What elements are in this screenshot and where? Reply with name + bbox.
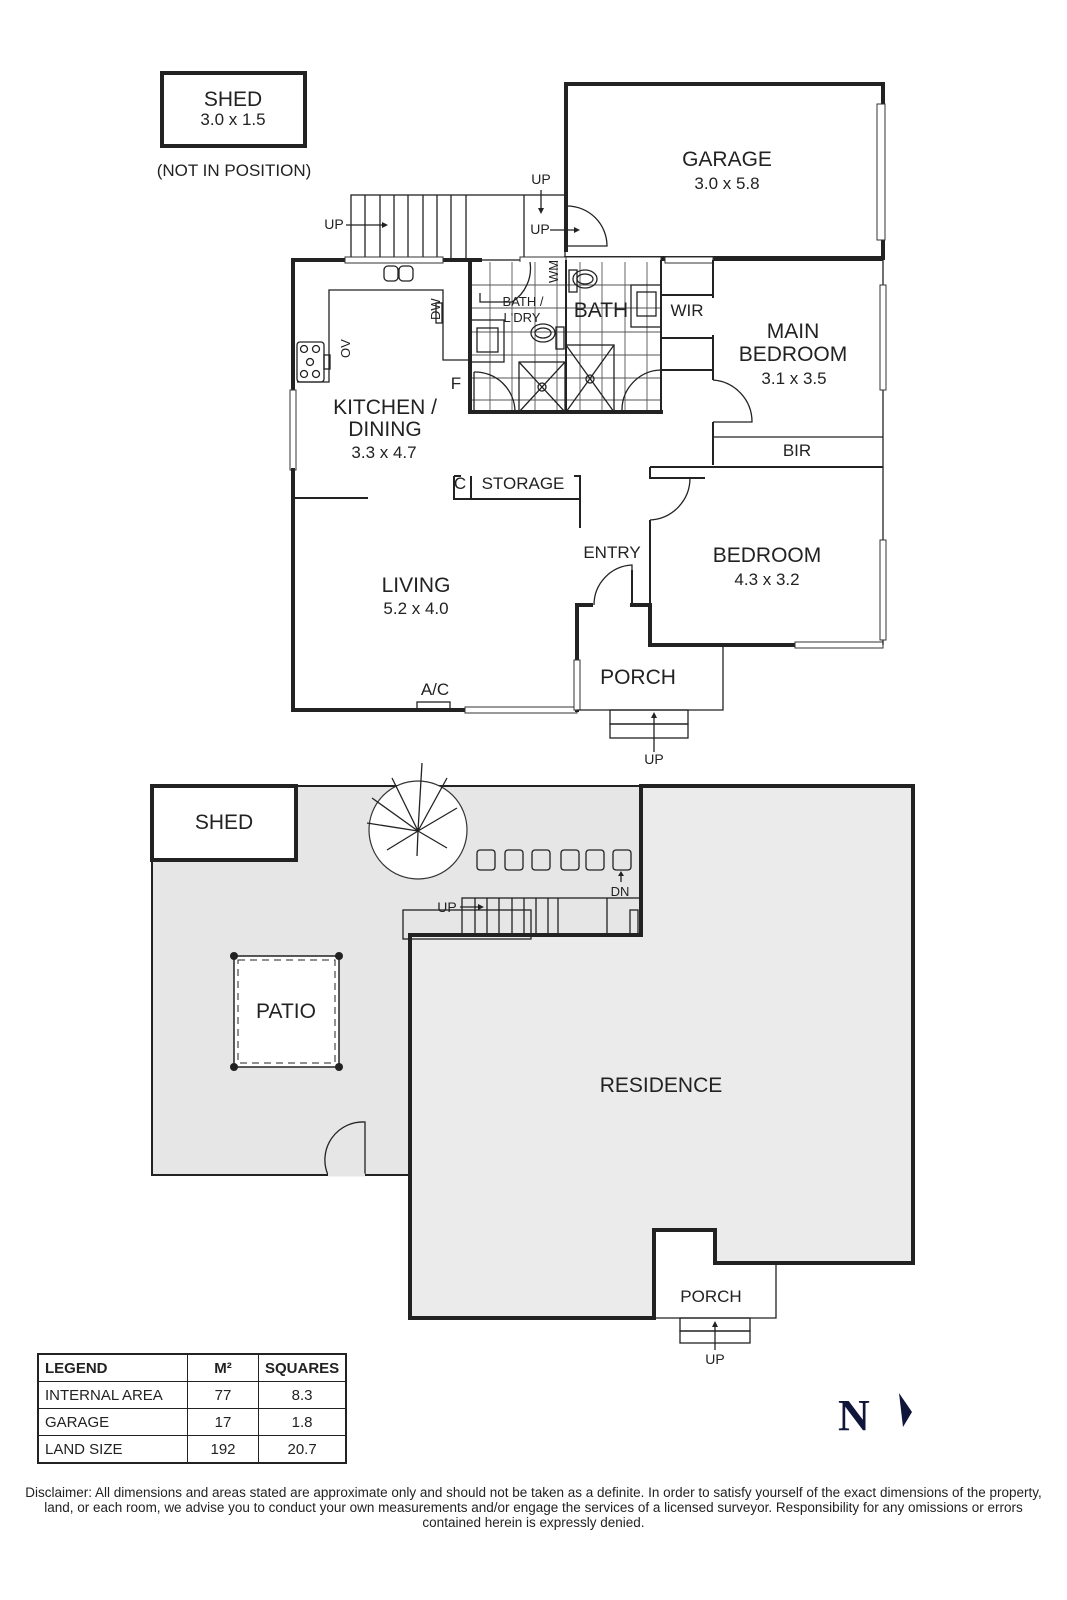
garage-size: 3.0 x 5.8: [694, 174, 759, 193]
bedroom-label: BEDROOM: [713, 544, 822, 567]
legend-row-label: LAND SIZE: [37, 1435, 188, 1464]
legend-header-label: LEGEND: [37, 1353, 188, 1382]
legend-row-squares: 20.7: [258, 1435, 347, 1464]
north-label: N: [838, 1391, 870, 1440]
main-bedroom-label-2: BEDROOM: [739, 343, 848, 366]
living-label: LIVING: [382, 574, 451, 597]
room-bathrooms: WM BATH / L'DRY BATH: [468, 260, 663, 414]
shed-size: 3.0 x 1.5: [200, 110, 265, 129]
wir-label: WIR: [670, 301, 703, 320]
stairs-up-label: UP: [324, 216, 343, 232]
legend-row-label: GARAGE: [37, 1408, 188, 1436]
main-bedroom-label: MAIN: [767, 320, 820, 343]
cupboard-label: C: [454, 474, 466, 493]
garage-label: GARAGE: [682, 148, 772, 171]
air-conditioner-icon: [416, 701, 451, 711]
legend-row-label: INTERNAL AREA: [37, 1381, 188, 1409]
patio: PATIO: [230, 952, 343, 1071]
gate-swing: [324, 1121, 366, 1176]
legend-row-squares: 1.8: [258, 1408, 347, 1436]
washing-machine-label: WM: [546, 260, 561, 283]
dishwasher-label: DW: [428, 298, 443, 320]
cooktop-icon: [296, 341, 331, 383]
fridge-label: F: [451, 374, 461, 393]
bedroom-size: 4.3 x 3.2: [734, 570, 799, 589]
porch-label: PORCH: [600, 666, 676, 689]
stairs-up-label-2: UP: [531, 171, 550, 187]
legend-table: LEGEND M² SQUARES INTERNAL AREA 77 8.3 G…: [37, 1353, 348, 1464]
living-size: 5.2 x 4.0: [383, 599, 448, 618]
north-arrow-icon: [899, 1393, 912, 1427]
entry-label: ENTRY: [583, 543, 640, 562]
room-living: LIVING 5.2 x 4.0 A/C: [382, 574, 451, 711]
room-storage: C STORAGE: [453, 474, 581, 528]
site-shed-label: SHED: [195, 811, 253, 834]
legend-row-m2: 192: [187, 1435, 259, 1464]
bir-label: BIR: [783, 441, 811, 460]
tree-icon: [366, 762, 468, 880]
table-row: LAND SIZE 192 20.7: [37, 1435, 347, 1464]
legend-row-m2: 17: [187, 1408, 259, 1436]
bath-label: BATH: [574, 299, 628, 322]
patio-label: PATIO: [256, 1000, 316, 1023]
site-porch-label: PORCH: [680, 1287, 741, 1306]
disclaimer-text: Disclaimer: All dimensions and areas sta…: [25, 1485, 1042, 1530]
site-up-label: UP: [437, 899, 456, 915]
shed-note: (NOT IN POSITION): [157, 161, 312, 180]
legend-row-m2: 77: [187, 1381, 259, 1409]
ac-label: A/C: [421, 680, 449, 699]
room-main-bedroom: WIR MAIN BEDROOM 3.1 x 3.5 BIR: [650, 260, 883, 468]
kitchen-label-2: DINING: [348, 418, 422, 441]
kitchen-label: KITCHEN /: [333, 396, 437, 419]
legend-header-squares: SQUARES: [258, 1353, 347, 1382]
room-entry: ENTRY: [583, 543, 641, 606]
table-row: GARAGE 17 1.8: [37, 1408, 347, 1436]
shower-icon: [518, 361, 566, 413]
legend-header-row: LEGEND M² SQUARES: [37, 1353, 347, 1382]
room-kitchen-dining: OV DW F KITCHEN / DINING 3.3 x 4.7: [293, 265, 470, 499]
laundry-label-2: L'DRY: [504, 310, 541, 325]
dishwasher-icon: [435, 302, 443, 324]
table-row: INTERNAL AREA 77 8.3: [37, 1381, 347, 1409]
kitchen-size: 3.3 x 4.7: [351, 443, 416, 462]
back-stairs: UP UP UP: [324, 171, 580, 261]
residence-label: RESIDENCE: [600, 1074, 723, 1097]
room-garage: GARAGE 3.0 x 5.8: [564, 82, 886, 260]
site-dn-label: DN: [611, 884, 630, 899]
legend-header-m2: M²: [187, 1353, 259, 1382]
oven-label: OV: [338, 339, 353, 358]
main-bedroom-size: 3.1 x 3.5: [761, 369, 826, 388]
shed-detached: SHED 3.0 x 1.5 (NOT IN POSITION): [157, 71, 312, 180]
stairs-up-label-3: UP: [530, 221, 549, 237]
shed-label: SHED: [204, 88, 262, 111]
room-bedroom: BEDROOM 4.3 x 3.2: [649, 467, 822, 605]
room-porch: UP PORCH: [577, 645, 724, 767]
legend-row-squares: 8.3: [258, 1381, 347, 1409]
shower-icon: [565, 344, 615, 413]
porch-up-label: UP: [644, 751, 663, 767]
site-porch-up-label: UP: [705, 1351, 724, 1367]
site-plan: SHED UP: [150, 762, 915, 1367]
laundry-label: BATH /: [503, 294, 544, 309]
step-blocks: [476, 849, 632, 871]
storage-label: STORAGE: [482, 474, 565, 493]
